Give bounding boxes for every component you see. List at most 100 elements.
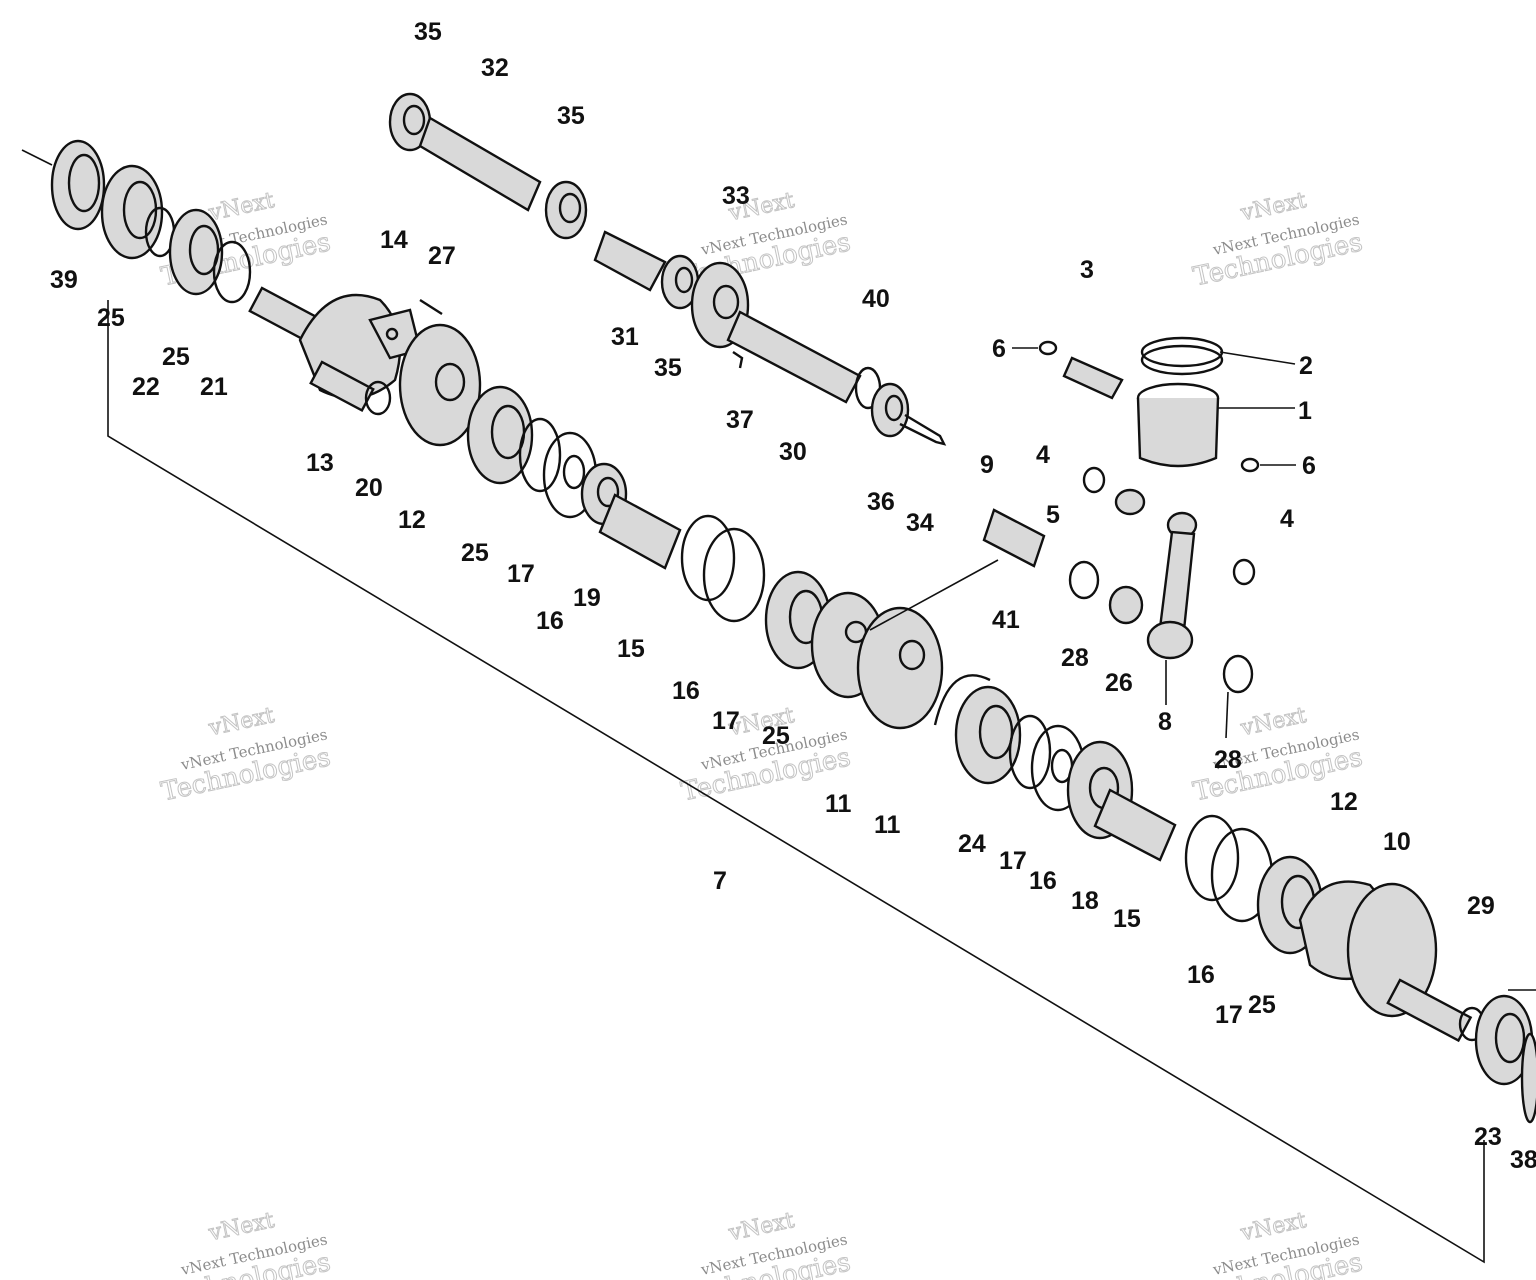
callout-25: 25 [1248, 991, 1276, 1019]
part-17-ring-b [702, 527, 766, 623]
leader-28-b [1225, 691, 1229, 739]
callout-16: 16 [672, 677, 700, 705]
callout-26: 26 [1105, 669, 1133, 697]
part-21-ring [212, 240, 252, 304]
watermark-logo: vNext [1238, 188, 1309, 226]
callout-35: 35 [414, 18, 442, 46]
callout-25: 25 [461, 539, 489, 567]
callout-22: 22 [132, 373, 160, 401]
callout-32: 32 [481, 54, 509, 82]
part-37-key [732, 351, 744, 369]
part-10-flywheel-right [1346, 882, 1473, 1043]
part-26-needle-bearing [1108, 585, 1144, 625]
callout-12: 12 [398, 506, 426, 534]
watermark-logo: vNext [1238, 703, 1309, 741]
callout-13: 13 [306, 449, 334, 477]
callout-28: 28 [1061, 644, 1089, 672]
watermark-logo: vNext [206, 1208, 277, 1246]
callout-35: 35 [557, 102, 585, 130]
callout-2: 2 [1299, 352, 1313, 380]
callout-24: 24 [958, 830, 986, 858]
callout-21: 21 [200, 373, 228, 401]
part-6-clip-right [1240, 457, 1260, 473]
callout-40: 40 [862, 285, 890, 313]
callout-6: 6 [992, 335, 1006, 363]
part-17-ring-c [1008, 714, 1052, 790]
callout-17: 17 [1215, 1001, 1243, 1029]
part-17-ring-a [518, 417, 562, 493]
watermark-mid-left: vNext vNext Technologies Technologies [158, 703, 334, 808]
axis-line-left [21, 149, 53, 166]
callout-25: 25 [97, 304, 125, 332]
callout-9: 9 [980, 451, 994, 479]
callout-33: 33 [722, 182, 750, 210]
callout-25: 25 [762, 722, 790, 750]
watermark-logo: vNext [206, 188, 277, 226]
callout-16: 16 [1187, 961, 1215, 989]
callout-29: 29 [1467, 892, 1495, 920]
callout-6: 6 [1302, 452, 1316, 480]
callout-15: 15 [1113, 905, 1141, 933]
part-1-piston [1136, 382, 1220, 468]
callout-36: 36 [867, 488, 895, 516]
callout-18: 18 [1071, 887, 1099, 915]
assembly-bracket-line [107, 300, 1485, 1264]
callout-28: 28 [1214, 746, 1242, 774]
part-35-bearing-mid [544, 180, 588, 240]
callout-39: 39 [50, 266, 78, 294]
callout-31: 31 [611, 323, 639, 351]
callout-35: 35 [654, 354, 682, 382]
part-20-ring [364, 380, 392, 416]
part-4-washer-right [1232, 558, 1256, 586]
callout-1: 1 [1298, 397, 1312, 425]
part-31-sleeve [593, 230, 667, 292]
watermark-bottom-right: vNext vNext Technologies Technologies [1190, 1208, 1366, 1280]
callout-17: 17 [712, 707, 740, 735]
callout-37: 37 [726, 406, 754, 434]
part-4-washer-top [1082, 466, 1106, 494]
callout-20: 20 [355, 474, 383, 502]
callout-14: 14 [380, 226, 408, 254]
part-30-shaft [726, 310, 862, 404]
part-16-washer-b [680, 514, 736, 602]
watermark-top-right: vNext vNext Technologies Technologies [1190, 188, 1366, 293]
callout-5: 5 [1046, 501, 1060, 529]
callout-4: 4 [1036, 441, 1050, 469]
callout-10: 10 [1383, 828, 1411, 856]
part-41-ring [933, 674, 991, 726]
part-8-connecting-rod [1146, 511, 1198, 660]
watermark-logo: vNext [1238, 1208, 1309, 1246]
watermark-logo: vNext [206, 703, 277, 741]
part-13-crank-web [248, 286, 402, 413]
part-27-bolt [419, 298, 443, 316]
callout-27: 27 [428, 242, 456, 270]
callout-7: 7 [713, 867, 727, 895]
callout-15: 15 [617, 635, 645, 663]
part-9-crank-pin [982, 508, 1046, 568]
callout-17: 17 [999, 847, 1027, 875]
part-34-pin [899, 413, 947, 446]
callout-30: 30 [779, 438, 807, 466]
callout-3: 3 [1080, 256, 1094, 284]
leader-9-to-crank [869, 559, 999, 631]
callout-8: 8 [1158, 708, 1172, 736]
part-2-rings [1140, 336, 1224, 376]
callout-38: 38 [1510, 1146, 1536, 1174]
callout-11: 11 [825, 790, 852, 818]
callout-17: 17 [507, 560, 535, 588]
callout-11: 11 [874, 811, 901, 839]
callout-16: 16 [1029, 867, 1057, 895]
leader-2 [1219, 351, 1296, 365]
part-6-clip-left [1038, 340, 1058, 356]
part-28-washer-b [1222, 654, 1254, 694]
watermark-bottom-left: vNext vNext Technologies Technologies [158, 1208, 334, 1280]
part-25-bearing-center [466, 385, 534, 485]
callout-23: 23 [1474, 1123, 1502, 1151]
callout-19: 19 [573, 584, 601, 612]
part-32-shaft [418, 116, 542, 212]
part-12-flywheel-left [398, 323, 482, 447]
callout-12: 12 [1330, 788, 1358, 816]
callout-4: 4 [1280, 505, 1294, 533]
part-15-spacer-b [1093, 788, 1177, 862]
